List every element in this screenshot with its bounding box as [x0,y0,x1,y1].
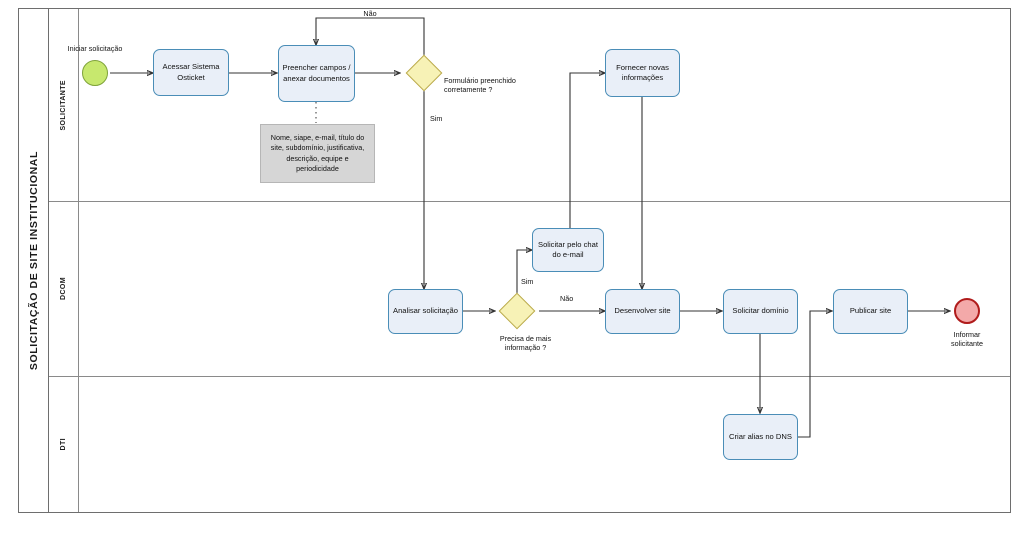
task-solicitar-pelo-chat-do-email[interactable]: Solicitar pelo chat do e-mail [532,228,604,272]
task-analisar-solicitacao[interactable]: Analisar solicitação [388,289,463,334]
lane-label-solicitante: SOLICITANTE [60,79,67,131]
lane-header-dcom: DCOM [49,201,79,376]
task-preencher-campos-anexar-documentos[interactable]: Preencher campos / anexar documentos [278,45,355,102]
flow-label-nao-informacao: Não [560,294,574,303]
flow-label-sim-formulario: Sim [430,114,443,123]
lane-label-dcom: DCOM [60,277,67,300]
pool-header: SOLICITAÇÃO DE SITE INSTITUCIONAL [19,9,49,512]
task-fornecer-novas-informacoes[interactable]: Fornecer novas informações [605,49,680,97]
flow-label-nao-formulario: Não [363,9,377,18]
lane-label-dti: DTI [60,437,67,451]
task-desenvolver-site[interactable]: Desenvolver site [605,289,680,334]
lane-dti: DTI [49,376,1010,512]
task-solicitar-dominio[interactable]: Solicitar domínio [723,289,798,334]
flow-label-sim-informacao: Sim [521,277,534,286]
start-event[interactable] [82,60,108,86]
task-publicar-site[interactable]: Publicar site [833,289,908,334]
lane-divider-1 [49,201,1010,202]
lane-header-solicitante: SOLICITANTE [49,9,79,201]
task-criar-alias-no-dns[interactable]: Criar alias no DNS [723,414,798,460]
lane-solicitante: SOLICITANTE [49,9,1010,201]
end-event-label: Informar solicitante [951,330,983,349]
pool-title: SOLICITAÇÃO DE SITE INSTITUCIONAL [27,150,40,371]
start-event-label: Iniciar solicitação [67,44,123,53]
gateway-formulario-label: Formulário preenchido corretamente ? [444,76,516,95]
task-acessar-sistema-osticket[interactable]: Acessar Sistema Osticket [153,49,229,96]
lane-divider-2 [49,376,1010,377]
lane-dcom: DCOM [49,201,1010,376]
annotation-campos-obrigatorios: Nome, siape, e-mail, título do site, sub… [260,124,375,183]
end-event[interactable] [954,298,980,324]
gateway-informacao-label: Precisa de mais informação ? [499,334,552,353]
lane-header-dti: DTI [49,376,79,512]
